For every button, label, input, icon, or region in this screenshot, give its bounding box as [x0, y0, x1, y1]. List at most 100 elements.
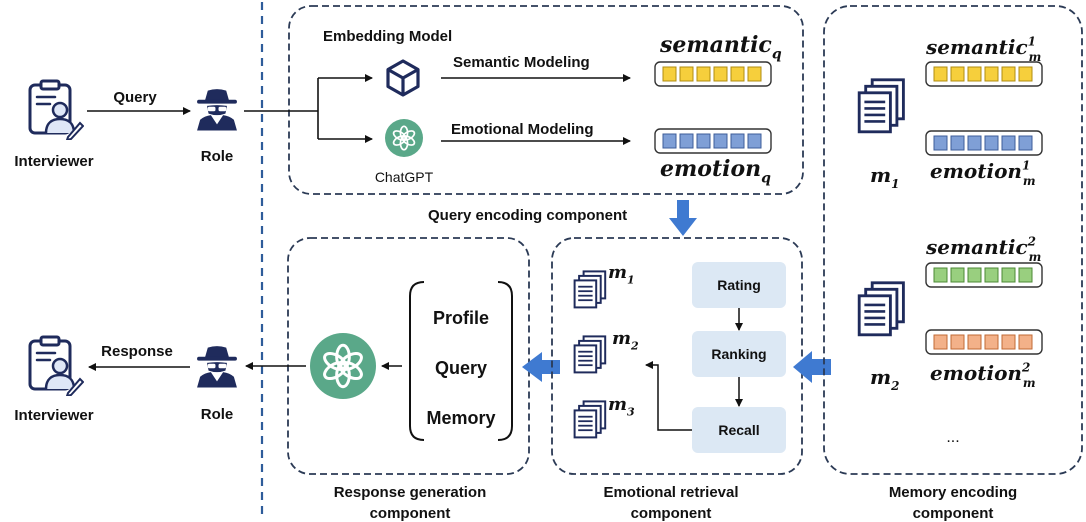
vector-cell [933, 66, 948, 82]
retrieval-component-label-2: component [631, 505, 712, 522]
vector-cell [662, 66, 677, 82]
vector-cell [967, 334, 982, 350]
response-component-label-2: component [370, 505, 451, 522]
role-icon [197, 89, 237, 131]
ranking-step: Ranking [692, 331, 786, 377]
vector-cell [1018, 334, 1033, 350]
vector-cell [730, 66, 745, 82]
recall-step: Recall [692, 407, 786, 453]
interviewer-bottom: Interviewer [14, 335, 94, 424]
vector-cell [747, 66, 762, 82]
vector-cell [984, 135, 999, 151]
document-icon [573, 335, 607, 374]
rating-step: Rating [692, 262, 786, 308]
embedding-model-cube-icon [386, 59, 420, 97]
vector-cell [747, 133, 762, 149]
context-item-query: Query [435, 358, 487, 378]
context-bracket-left [409, 281, 425, 441]
vector-cell [1001, 267, 1016, 283]
vector-cell [967, 66, 982, 82]
vector-cell [984, 334, 999, 350]
vector-cell [1018, 135, 1033, 151]
vector-cell [679, 66, 694, 82]
memory-ellipsis: ... [946, 429, 959, 446]
semantic-modeling-label: Semantic Modeling [453, 54, 590, 71]
role-label: Role [201, 148, 234, 165]
retrieval-doc-label: m1 [608, 262, 635, 286]
semantic-query-vector [654, 61, 772, 87]
recall-to-docs-arrow [645, 361, 692, 431]
vector-cell [1001, 66, 1016, 82]
response-component-label-1: Response generation [334, 484, 487, 501]
vector-cell [933, 334, 948, 350]
ranking-step-label: Ranking [711, 346, 766, 362]
vector-cell [713, 133, 728, 149]
emotion-memory-vector [925, 130, 1043, 156]
interviewer-icon [28, 79, 84, 140]
query-to-retrieval-arrow [669, 200, 697, 236]
vector-cell [662, 133, 677, 149]
response-arrow-label: Response [101, 343, 173, 360]
chatgpt-response-icon [310, 333, 376, 399]
rating-step-label: Rating [717, 277, 761, 293]
interviewer-label: Interviewer [14, 153, 93, 170]
retrieval-doc-label: m3 [608, 394, 635, 418]
interviewer-label: Interviewer [14, 407, 93, 424]
emotional-modeling-label: Emotional Modeling [451, 121, 594, 138]
vector-cell [713, 66, 728, 82]
memory-document-icon [857, 78, 905, 134]
memory-to-retrieval-arrow [793, 351, 831, 383]
vector-cell [730, 133, 745, 149]
role-bottom: Role [197, 346, 237, 423]
vector-cell [1018, 267, 1033, 283]
vector-cell [1018, 66, 1033, 82]
memory-encoding-box [823, 5, 1083, 475]
vector-cell [1001, 135, 1016, 151]
interviewer-icon [28, 335, 84, 396]
memory-doc-label: m1 [870, 163, 900, 191]
role-label: Role [201, 406, 234, 423]
document-icon [573, 270, 607, 309]
vector-cell [696, 66, 711, 82]
retrieval-to-response-arrow [522, 352, 560, 382]
retrieval-component-label-1: Emotional retrieval [603, 484, 738, 501]
context-bracket-right [497, 281, 513, 441]
role-top: Role [197, 89, 237, 165]
semantic-q-label: semanticq [659, 32, 782, 63]
memory-doc-label: m2 [870, 365, 900, 393]
chatgpt-icon [385, 119, 423, 157]
interviewer-top: Interviewer [14, 79, 94, 170]
emotional-retrieval-box [551, 237, 803, 475]
query-arrow-label: Query [113, 89, 157, 106]
semantic-memory-vector [925, 61, 1043, 87]
vector-cell [984, 66, 999, 82]
query-encoding-component-label: Query encoding component [428, 207, 627, 224]
context-item-memory: Memory [426, 408, 495, 428]
vector-cell [679, 133, 694, 149]
vector-cell [950, 334, 965, 350]
chatgpt-label: ChatGPT [375, 169, 434, 185]
memory-component-label-1: Memory encoding [889, 484, 1017, 501]
emotion-memory-vector [925, 329, 1043, 355]
context-item-profile: Profile [433, 308, 489, 328]
vector-cell [950, 66, 965, 82]
semantic-memory-vector [925, 262, 1043, 288]
vector-cell [967, 267, 982, 283]
vector-cell [696, 133, 711, 149]
embedding-model-label: Embedding Model [323, 28, 452, 45]
vector-cell [950, 135, 965, 151]
role-icon [197, 346, 237, 388]
vector-cell [933, 267, 948, 283]
memory-component-label-2: component [913, 505, 994, 522]
memory-document-icon [857, 281, 905, 337]
emotion-q-label: emotionq [660, 156, 771, 187]
vector-cell [933, 135, 948, 151]
vector-cell [1001, 334, 1016, 350]
vector-cell [967, 135, 982, 151]
recall-step-label: Recall [718, 422, 759, 438]
